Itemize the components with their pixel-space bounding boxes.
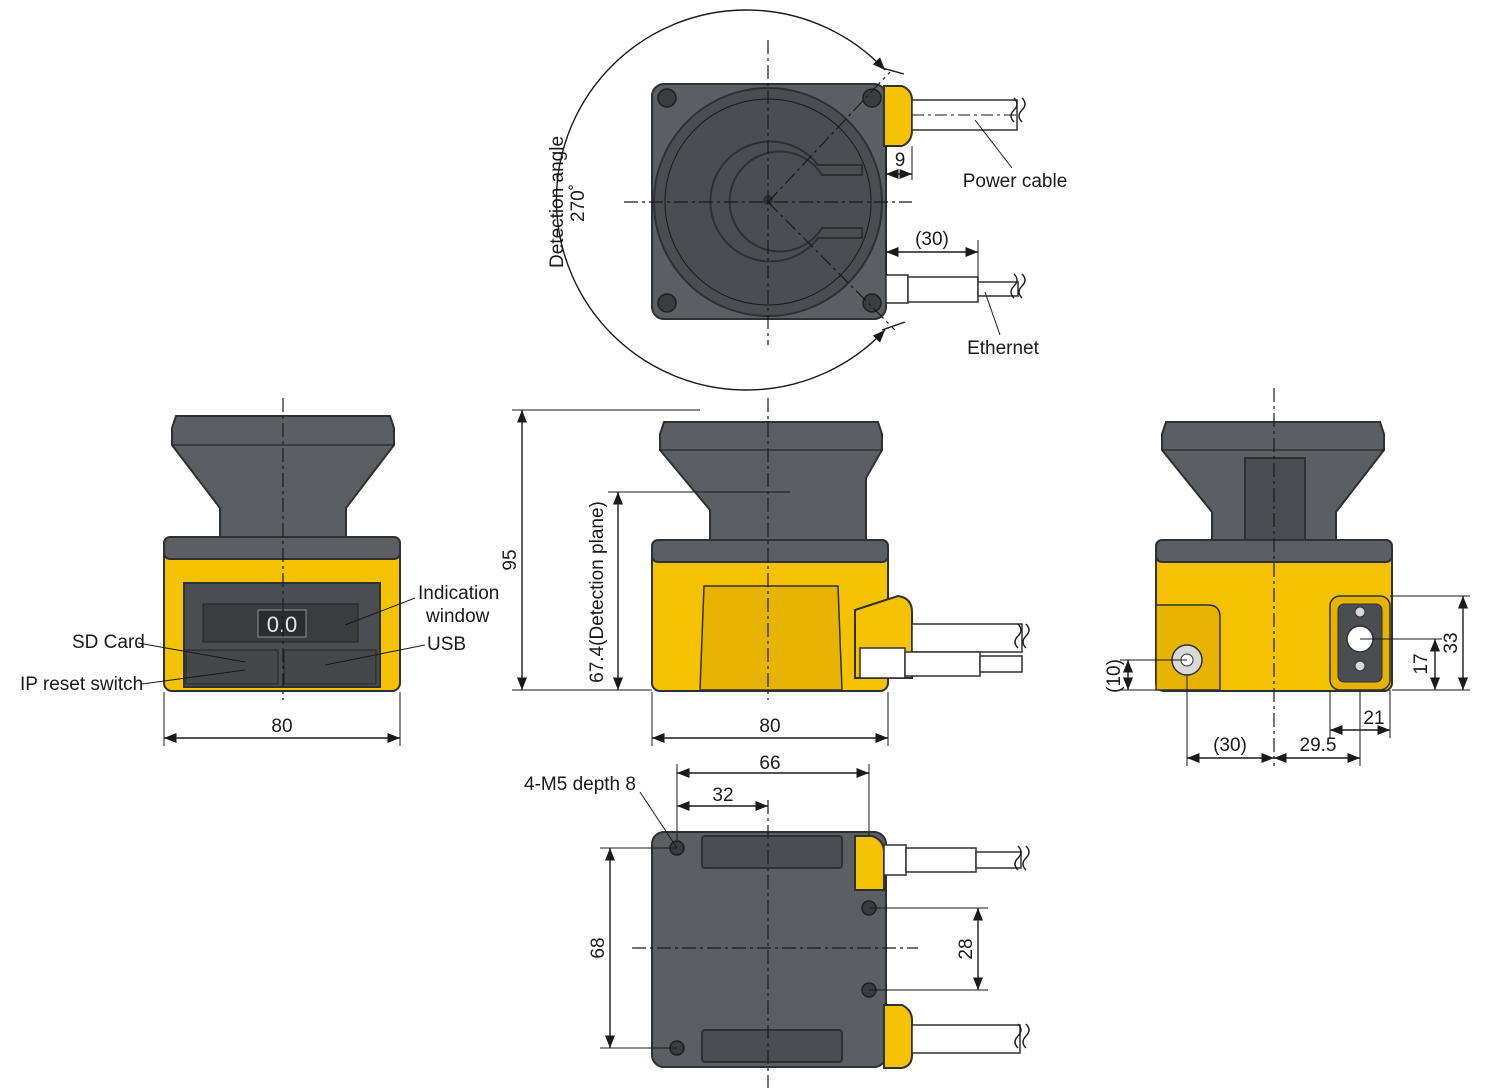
indication-window-label-1: Indication — [418, 583, 499, 604]
sd-card-label: SD Card — [72, 632, 145, 653]
rear-dim-17: 17 — [1411, 653, 1432, 674]
usb-label: USB — [427, 634, 466, 655]
indication-window-label-2: window — [425, 606, 490, 627]
rear-dim-29-5: 29.5 — [1300, 735, 1337, 756]
top-dim-9: 9 — [895, 150, 906, 171]
side-width-80: 80 — [759, 716, 780, 737]
front-width-80: 80 — [271, 716, 292, 737]
mount-holes-label: 4-M5 depth 8 — [524, 774, 636, 795]
bottom-dim-28: 28 — [956, 938, 977, 959]
top-dim-30: (30) — [915, 229, 949, 250]
rear-dim-33: 33 — [1441, 632, 1462, 653]
detection-plane-dim: 67.4(Detection plane) — [587, 501, 608, 683]
bottom-dim-32: 32 — [712, 785, 733, 806]
rear-view: (10) 17 33 21 (30) 29.5 — [1104, 388, 1470, 766]
ip-reset-switch-label: IP reset switch — [20, 674, 143, 695]
power-cable-label: Power cable — [963, 171, 1068, 192]
rear-dim-21: 21 — [1363, 708, 1384, 729]
ethernet-label: Ethernet — [967, 338, 1040, 359]
bottom-dim-66: 66 — [759, 753, 780, 774]
svg-text:0.0: 0.0 — [267, 612, 298, 637]
bottom-view: 66 32 4-M5 depth 8 68 28 — [524, 753, 1030, 1088]
front-view: 0.0 80 Indication window USB SD Card IP … — [20, 398, 499, 746]
detection-angle-label: Detection angle — [547, 136, 568, 268]
side-view: 95 67.4(Detection plane) 80 — [500, 398, 1030, 746]
side-height-95: 95 — [500, 549, 521, 570]
bottom-dim-68: 68 — [588, 937, 609, 958]
rear-dim-10: (10) — [1104, 659, 1125, 693]
detection-angle-arc — [555, 9, 886, 391]
top-view: 9 (30) Power cable Ethernet Detection an… — [547, 9, 1068, 391]
scanner-bottom-body — [651, 831, 887, 1068]
rear-dim-30: (30) — [1213, 735, 1247, 756]
detection-angle-value: 270˚ — [568, 184, 589, 222]
